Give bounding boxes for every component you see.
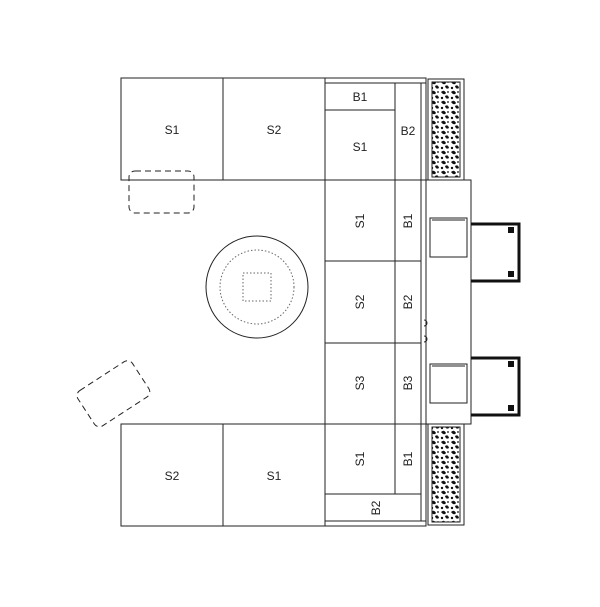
label-bottom-b2: B2 xyxy=(369,500,383,515)
planter-foliage-icon xyxy=(427,423,465,526)
planter-foliage-icon xyxy=(427,78,465,181)
label-row2-s1: S1 xyxy=(353,213,367,228)
label-row4-s3: S3 xyxy=(353,375,367,390)
appliance-bottom xyxy=(429,363,468,404)
label-bottom-s1: S1 xyxy=(353,451,367,466)
outdoor-frame-top xyxy=(471,222,521,283)
chair-icon[interactable] xyxy=(128,170,195,214)
label-row3-b2: B2 xyxy=(401,294,415,309)
label-bottom-left-s2: S2 xyxy=(165,469,180,483)
label-row2-b1: B1 xyxy=(401,213,415,228)
label-bottom-b1: B1 xyxy=(401,451,415,466)
label-top-left-s2: S2 xyxy=(267,123,282,137)
appliance-top xyxy=(429,217,468,258)
round-table-icon xyxy=(205,235,309,339)
label-row4-b3: B3 xyxy=(401,375,415,390)
outdoor-frame-bottom xyxy=(471,356,521,417)
chair-icon[interactable] xyxy=(75,358,152,429)
label-top-s1: S1 xyxy=(353,140,368,154)
label-row3-s2: S2 xyxy=(353,294,367,309)
label-top-b1: B1 xyxy=(353,90,368,104)
label-bottom-left-s1: S1 xyxy=(267,469,282,483)
label-top-b2: B2 xyxy=(401,124,416,138)
room-outline xyxy=(120,77,427,527)
label-top-left-s1: S1 xyxy=(165,123,180,137)
